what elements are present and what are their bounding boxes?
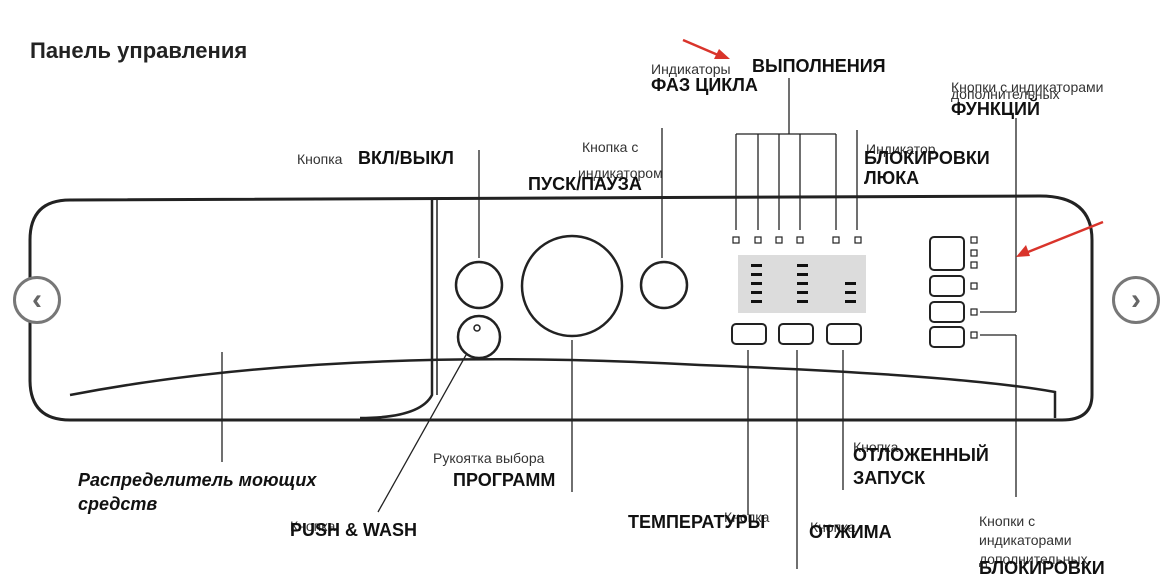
extra-bottom-label-3: дополнительных xyxy=(979,551,1088,567)
startpause-small-label-1: Кнопка с xyxy=(582,139,639,155)
spin-big-label: ОТЖИМА xyxy=(809,522,892,542)
extra-bottom-label-2: индикаторами xyxy=(979,532,1072,548)
doorlock-small-label: Индикатор xyxy=(866,141,936,157)
chevron-right-icon: › xyxy=(1131,283,1141,316)
temp-big-label: ТЕМПЕРАТУРЫ xyxy=(628,512,766,532)
dispenser-drawer xyxy=(359,200,434,420)
function-button-4 xyxy=(929,326,965,348)
function-button-3 xyxy=(929,301,965,323)
pushwash-big-label: PUSH & WASH xyxy=(290,520,418,540)
delay-small-label: Кнопка xyxy=(853,439,899,455)
onoff-big-label: ВКЛ/ВЫКЛ xyxy=(358,148,454,168)
temp-button-shape xyxy=(731,323,767,345)
carousel-next-button[interactable]: › xyxy=(1112,276,1160,324)
indicators-big-label-2: ФАЗ ЦИКЛА xyxy=(651,75,758,95)
indicators-big-label-1: ВЫПОЛНЕНИЯ xyxy=(752,56,886,76)
extra-top-small-label-2: дополнительных xyxy=(951,86,1060,102)
program-small-label: Рукоятка выбора xyxy=(433,450,545,466)
indicators-small-label: Индикаторы xyxy=(651,61,731,77)
chevron-left-icon: ‹ xyxy=(32,283,42,316)
display-segments xyxy=(751,264,856,303)
leader-lines xyxy=(221,78,1017,569)
panel-body xyxy=(28,194,1094,422)
delay-button-shape xyxy=(826,323,862,345)
pushwash-dot xyxy=(473,324,481,332)
startpause-big-label: ПУСК/ПАУЗА xyxy=(528,174,642,194)
page-title: Панель управления xyxy=(30,38,248,63)
extra-bottom-label-4: БЛОКИРОВКИ xyxy=(979,558,1105,578)
dispenser-label-1: Распределитель моющих xyxy=(78,470,317,490)
doorlock-big-label-1: БЛОКИРОВКИ xyxy=(864,148,990,168)
function-button-1 xyxy=(929,236,965,271)
phase-leds xyxy=(732,236,862,244)
dispenser-label-2: средств xyxy=(78,494,158,514)
delay-big-label-2: ЗАПУСК xyxy=(853,468,926,488)
onoff-small-label: Кнопка xyxy=(297,151,343,167)
spin-small-label: Кнопка xyxy=(810,519,856,535)
startpause-button-shape xyxy=(639,260,689,310)
extra-bottom-label-1: Кнопки с xyxy=(979,513,1036,529)
program-big-label: ПРОГРАММ xyxy=(453,470,556,490)
onoff-button-shape xyxy=(454,260,504,310)
red-arrows xyxy=(682,38,1104,257)
pushwash-button-shape xyxy=(456,314,502,360)
pushwash-small-label: Кнопка xyxy=(290,518,336,534)
function-button-2 xyxy=(929,275,965,297)
temp-small-label: Кнопка xyxy=(724,509,770,525)
delay-big-label-1: ОТЛОЖЕННЫЙ xyxy=(853,445,989,465)
extra-top-small-label: Кнопки с индикаторами xyxy=(951,79,1104,95)
spin-button-shape xyxy=(778,323,814,345)
program-knob-shape xyxy=(520,234,624,338)
extra-top-big-label: ФУНКЦИЙ xyxy=(951,99,1040,119)
panel-lower-curve xyxy=(69,358,1057,418)
carousel-prev-button[interactable]: ‹ xyxy=(13,276,61,324)
doorlock-big-label-2: ЛЮКА xyxy=(864,168,920,188)
startpause-small-label-2: индикатором xyxy=(578,165,663,181)
function-leds xyxy=(970,236,978,339)
